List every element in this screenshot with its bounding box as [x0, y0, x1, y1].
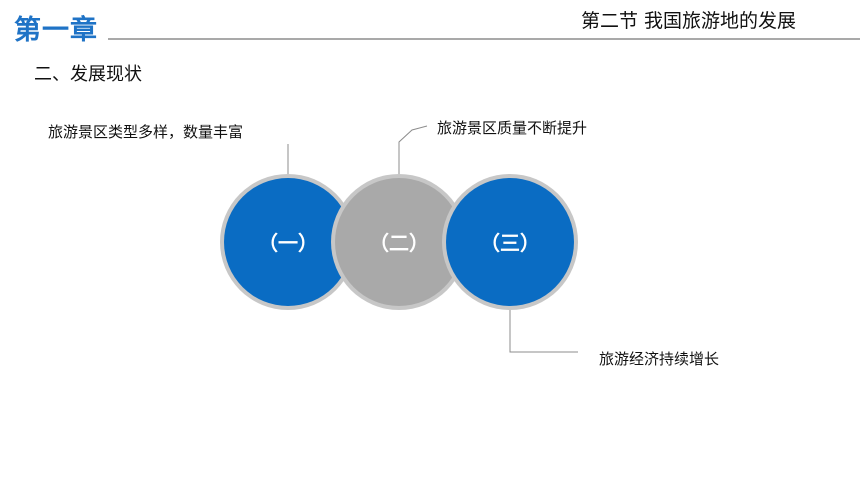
circle-2	[331, 174, 467, 310]
circle-3	[442, 174, 578, 310]
circle-2-label: （二）	[369, 231, 429, 255]
connector-line-3	[509, 310, 578, 353]
label-quality-improving: 旅游景区质量不断提升	[437, 119, 588, 137]
circle-1	[220, 174, 356, 310]
header-divider	[108, 38, 860, 40]
circle-1-label: （一）	[258, 231, 318, 255]
section-title: 第二节 我国旅游地的发展	[581, 10, 797, 32]
label-economy-growing: 旅游经济持续增长	[599, 350, 720, 368]
connector-line-2	[398, 125, 428, 176]
circle-3-label: （三）	[480, 231, 540, 255]
label-types-diverse: 旅游景区类型多样，数量丰富	[48, 123, 244, 141]
section-subtitle: 二、发展现状	[34, 64, 142, 85]
chapter-title: 第一章	[14, 15, 98, 46]
